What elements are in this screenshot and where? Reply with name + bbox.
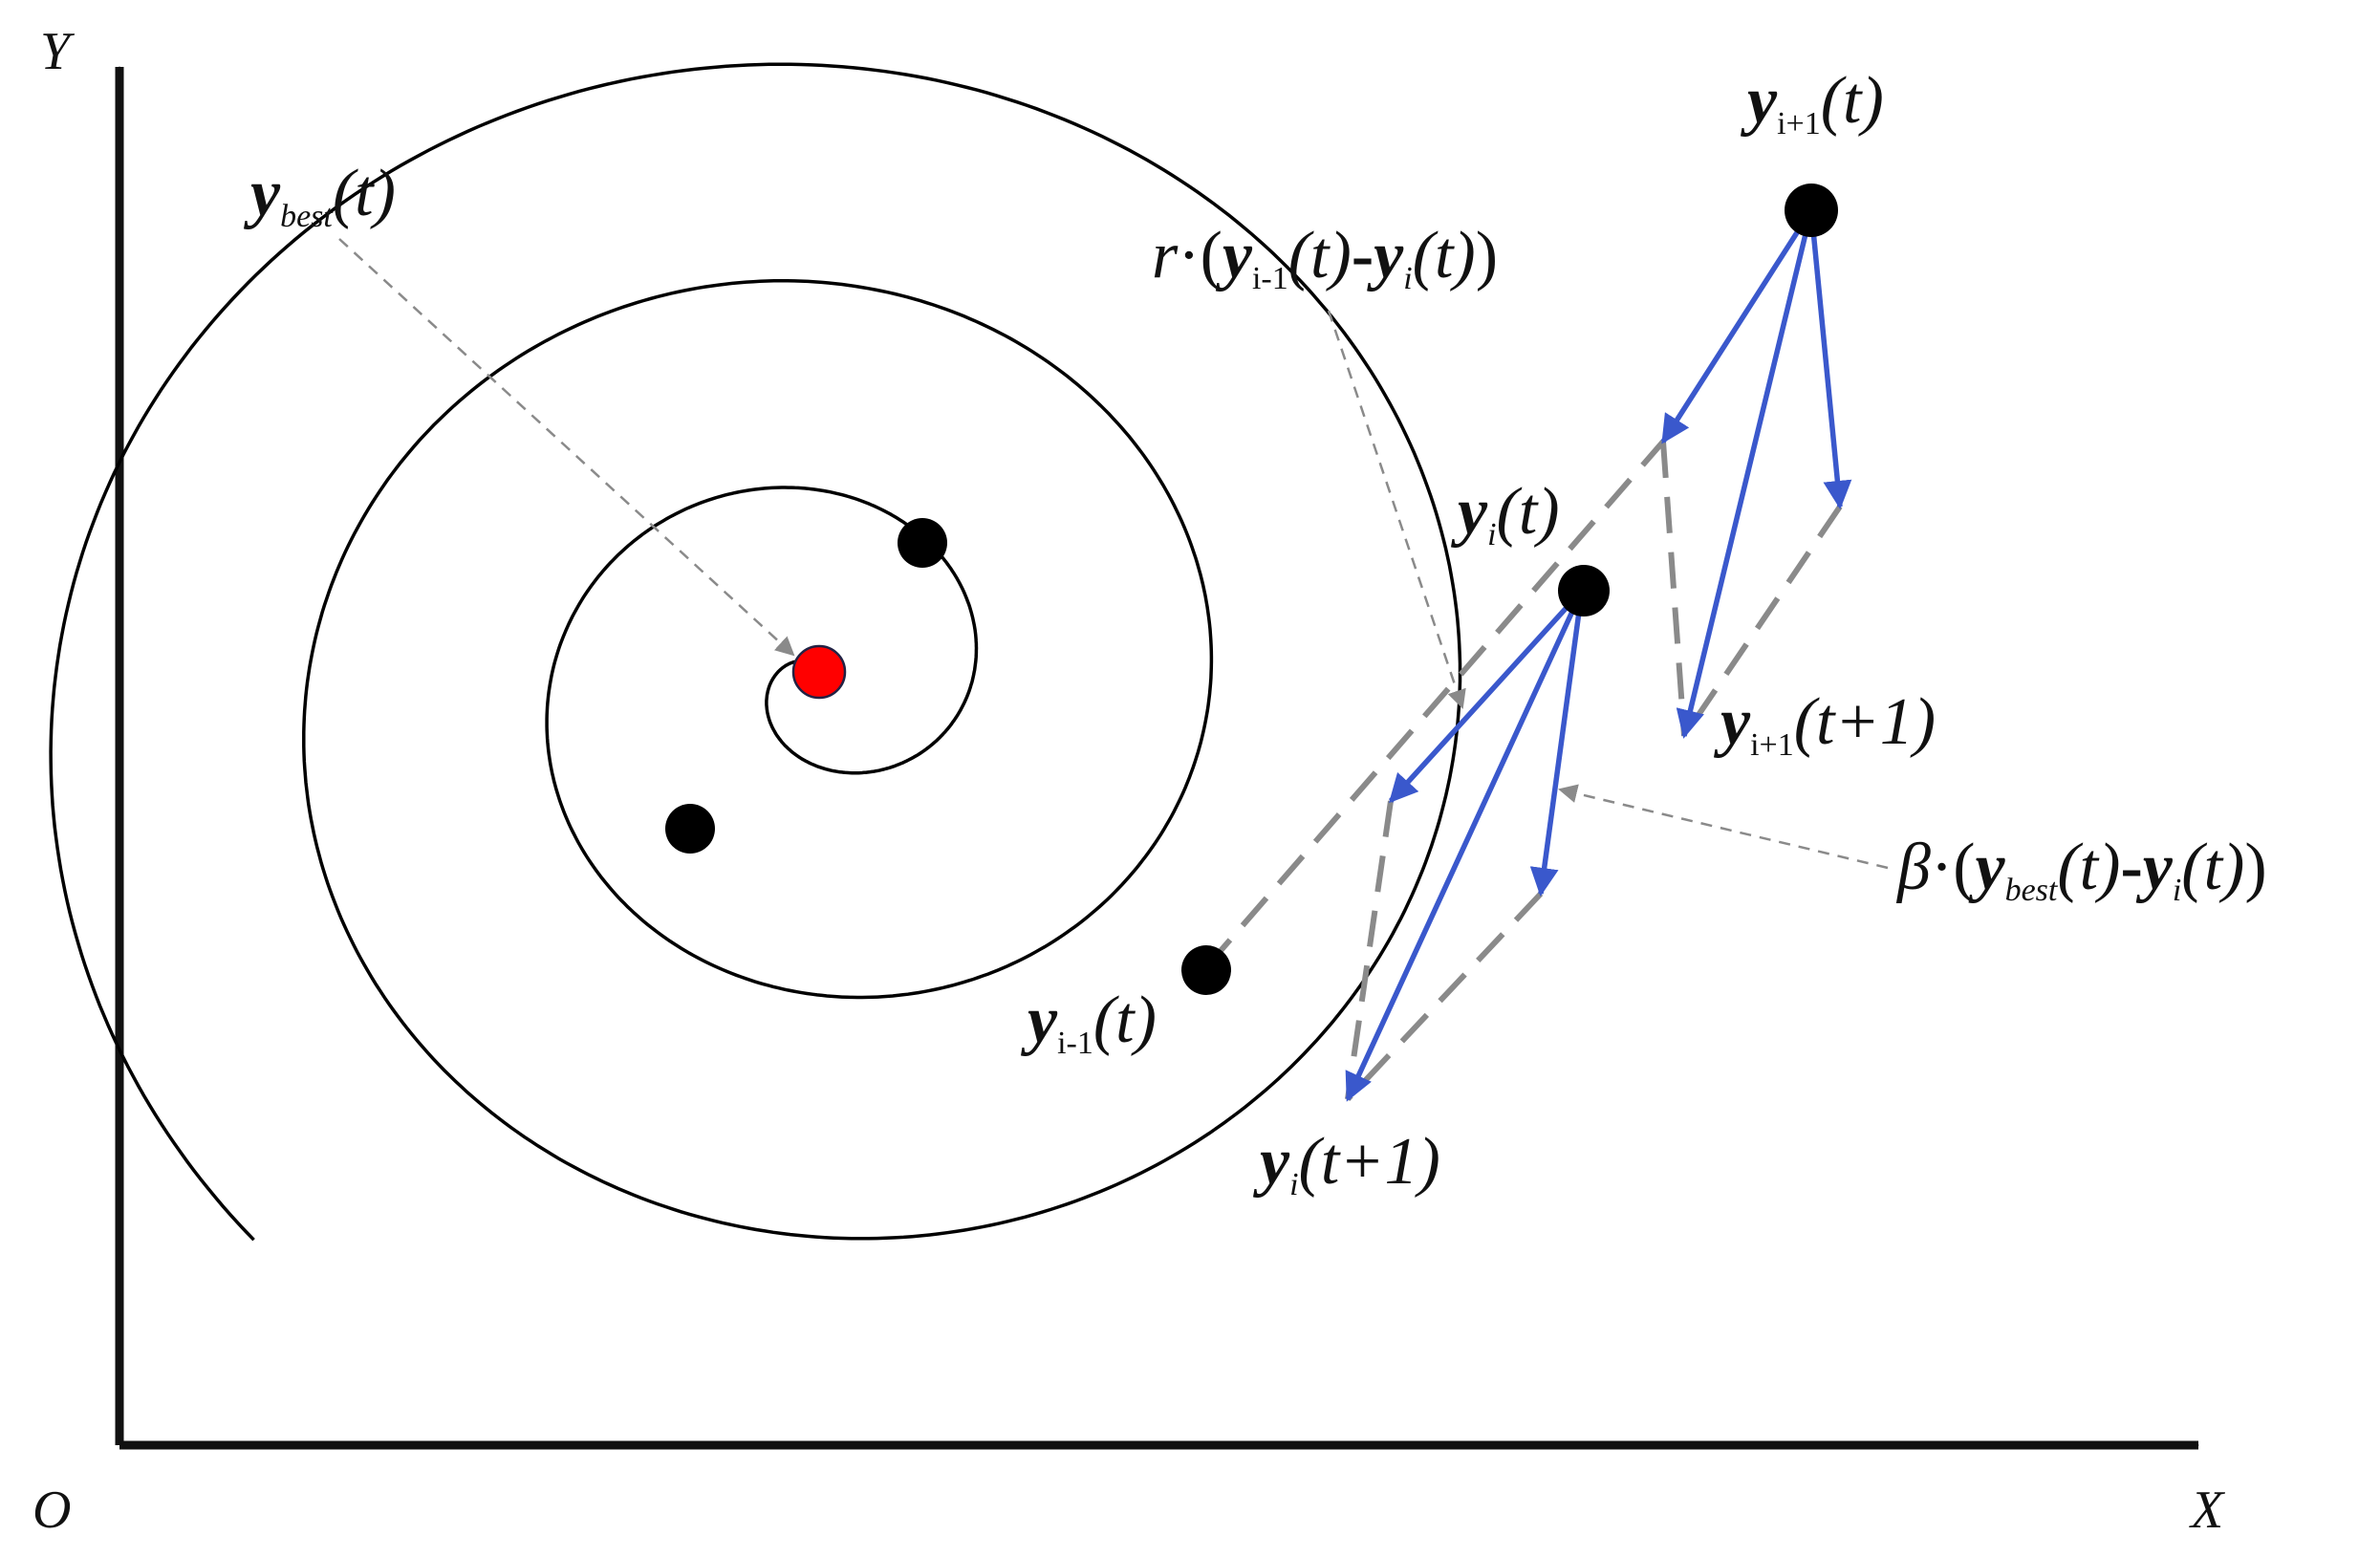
dashed-r-term-drop xyxy=(1345,800,1394,1100)
vector-yi-plus-1-r-term xyxy=(1660,208,1814,444)
annotation-arrow-r-term xyxy=(1327,310,1466,709)
spiral-point-left xyxy=(665,804,715,854)
population-points xyxy=(665,184,1838,995)
annotation-arrow-beta-term xyxy=(1558,784,1889,870)
label-y-i-plus-1-next: yi+1(t+1) xyxy=(1714,685,1936,763)
vector-yi-r-term xyxy=(1388,589,1585,804)
dashed-yi-minus-1-to-yi xyxy=(1203,440,1666,969)
label-y-i-plus-1: yi+1(t) xyxy=(1741,64,1884,141)
dashed-beta-term-drop-upper xyxy=(1681,505,1843,738)
x-axis-label: X xyxy=(2189,1481,2226,1540)
vector-yi-beta-term xyxy=(1529,590,1585,897)
label-y-i: yi(t) xyxy=(1451,475,1560,552)
origin-label: O xyxy=(32,1481,71,1540)
annotation-arrow-y-best xyxy=(338,238,795,657)
vector-yi-plus-1-beta-term xyxy=(1808,209,1852,509)
dashed-r-term-drop-upper xyxy=(1660,441,1687,737)
best-point-red xyxy=(791,644,847,700)
point-y-i xyxy=(1558,565,1610,616)
label-beta-term: β·(ybest(t)-yi(t)) xyxy=(1895,831,2267,908)
label-y-best: ybest(t) xyxy=(244,157,396,234)
y-axis-label: Y xyxy=(40,22,76,81)
construction-lines xyxy=(1203,440,1843,1102)
update-vectors xyxy=(1345,208,1852,1102)
vector-yi-to-next xyxy=(1345,589,1585,1102)
point-y-i-minus-1 xyxy=(1181,945,1231,995)
logarithmic-spiral xyxy=(49,62,1462,1242)
spiral-point-inner xyxy=(898,518,947,568)
dashed-beta-term-drop xyxy=(1345,891,1544,1102)
label-y-i-minus-1: yi-1(t) xyxy=(1021,984,1157,1061)
vector-yi-plus-1-to-next xyxy=(1676,209,1814,739)
annotation-arrows xyxy=(338,238,1889,870)
label-r-term: r·(yi-1(t)-yi(t)) xyxy=(1152,219,1498,296)
point-y-i-plus-1 xyxy=(1785,184,1838,237)
label-y-i-next: yi(t+1) xyxy=(1253,1125,1440,1202)
